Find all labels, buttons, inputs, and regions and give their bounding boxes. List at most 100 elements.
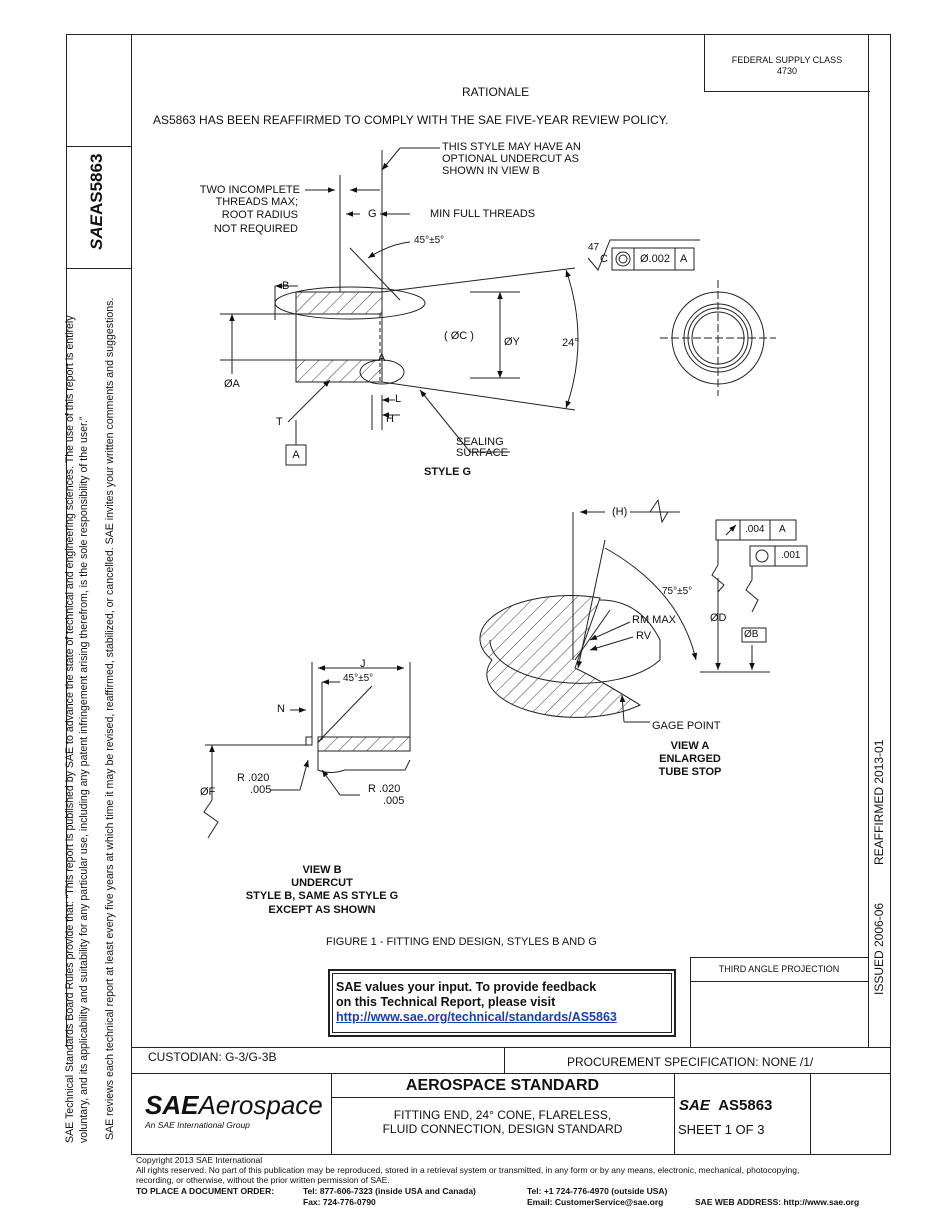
dim-phi-f: ØF [200,786,216,798]
footer-email[interactable]: Email: CustomerService@sae.org [527,1197,664,1207]
dim-phi-a: ØA [224,378,240,390]
logo-subtitle: An SAE International Group [145,1120,250,1130]
docno-right-divider [810,1073,811,1155]
dim-r020-right-2: .005 [383,795,405,807]
note-threads-1: TWO INCOMPLETE [199,184,300,196]
runout-datum: A [779,524,786,535]
note-sealing-2: SURFACE [456,447,508,459]
projection-box-left [690,957,691,1047]
rationale-text: AS5863 HAS BEEN REAFFIRMED TO COMPLY WIT… [153,113,669,127]
dim-rm-max: RM MAX [632,614,676,626]
note-optional-undercut-1: THIS STYLE MAY HAVE AN [442,141,581,153]
dim-l: L [395,393,402,405]
dim-phi-y: ØY [504,336,520,348]
inner-left-border [131,34,132,1047]
custodian-divider [504,1047,505,1074]
footer-fax: Fax: 724-776-0790 [303,1197,376,1207]
dim-j: J [360,658,366,670]
fsc-label: FEDERAL SUPPLY CLASS [731,55,843,65]
dim-r020-left-2: .005 [250,784,272,796]
style-g-label: STYLE G [424,466,472,478]
fcf-datum-c: C [600,253,608,265]
left-frame-border [66,34,67,1047]
note-min-full-threads: MIN FULL THREADS [430,208,536,220]
standard-type: AEROSPACE STANDARD [405,1077,600,1094]
note-gage-point: GAGE POINT [652,720,721,732]
logo-sae-mark: SAE [145,1090,199,1120]
note-optional-undercut-3: SHOWN IN VIEW B [442,165,540,177]
title-block-left [131,1047,132,1155]
dim-t: T [276,416,283,428]
view-a-callout: A [378,352,386,364]
dim-rv: RV [636,630,652,642]
dim-r020-left-1: R .020 [237,772,270,784]
view-a-title-1: VIEW A [670,740,710,752]
footer-tel-intl: Tel: +1 724-776-4970 (outside USA) [527,1186,668,1196]
footer-order-label: TO PLACE A DOCUMENT ORDER: [136,1186,275,1196]
footer-tel-usa: Tel: 877-606-7323 (inside USA and Canada… [303,1186,476,1196]
doc-title-line2: FLUID CONNECTION, DESIGN STANDARD [382,1122,623,1136]
dim-n: N [277,703,285,715]
projection-box-top [690,957,868,958]
view-a-title-3: TUBE STOP [658,766,722,778]
dim-h: H [386,413,394,425]
view-b-title-2: UNDERCUT [291,877,353,889]
dim-phi-b: ØB [744,629,759,640]
dim-phi-d: ØD [710,612,727,624]
rationale-heading: RATIONALE [462,85,530,99]
note-threads-4: NOT REQUIRED [213,223,298,235]
doc-title-line1: FITTING END, 24° CONE, FLARELESS, [393,1108,612,1122]
procurement-spec: PROCUREMENT SPECIFICATION: NONE /1/ [567,1055,814,1069]
footer-rights-2: recording, or otherwise, without the pri… [136,1175,390,1185]
feedback-line2: on this Technical Report, please visit [336,995,556,1009]
standard-type-underline [331,1097,674,1098]
fcf-datum-a: A [680,253,688,265]
fsc-value: 4730 [776,66,798,76]
custodian: CUSTODIAN: G-3/G-3B [148,1050,277,1064]
sae-aerospace-logo: SAEAerospace [145,1090,323,1121]
datum-a-box: A [292,449,300,461]
title-block-bottom [131,1154,891,1155]
footer-rights-1: All rights reserved. No part of this pub… [136,1165,800,1175]
technical-drawing [203,147,808,839]
fsc-box-left [704,34,705,91]
top-border [66,34,891,35]
note-threads-2: THREADS MAX; [215,196,298,208]
footer-copyright: Copyright 2013 SAE International [136,1155,263,1165]
note-threads-3: ROOT RADIUS [221,209,298,221]
dim-angle-45: 45°±5° [414,235,445,246]
feedback-box: SAE values your input. To provide feedba… [328,969,676,1037]
fsc-box-bottom [704,91,870,92]
feedback-line1: SAE values your input. To provide feedba… [336,980,597,994]
view-b-title-4: EXCEPT AS SHOWN [268,904,376,916]
circularity-tolerance: .001 [781,550,801,561]
view-b-title-1: VIEW B [302,864,342,876]
docno-divider [674,1073,675,1155]
custodian-row-bottom [131,1073,891,1074]
left-box-divider-1 [66,146,132,147]
footer-web-address[interactable]: SAE WEB ADDRESS: http://www.sae.org [695,1197,860,1207]
projection-label: THIRD ANGLE PROJECTION [718,964,840,974]
finish-value: 47 [588,242,600,253]
dim-angle-45b: 45°±5° [343,673,374,684]
runout-tolerance: .004 [745,524,765,535]
dim-h-ref: (H) [612,506,628,518]
dim-g: G [368,208,377,220]
projection-divider [690,981,868,982]
dim-r020-right-1: R .020 [368,783,401,795]
docno-sae-logo: SAE [679,1097,710,1114]
view-a-title-2: ENLARGED [659,753,721,765]
logo-aerospace-word: Aerospace [198,1090,323,1120]
view-b-title-3: STYLE B, SAME AS STYLE G [245,890,399,902]
feedback-link[interactable]: http://www.sae.org/technical/standards/A… [336,1010,617,1024]
sheet-number: SHEET 1 OF 3 [678,1122,765,1137]
left-box-divider-2 [66,268,132,269]
dim-angle-75: 75°±5° [662,586,693,597]
fcf-tolerance: Ø.002 [640,253,670,265]
note-sealing-1: SEALING [456,436,504,448]
dim-phi-c: ( ØC ) [444,330,474,342]
figure-caption: FIGURE 1 - FITTING END DESIGN, STYLES B … [326,936,597,948]
title-block-top [131,1047,891,1048]
right-border [890,34,891,1154]
dim-b: B [282,280,290,292]
